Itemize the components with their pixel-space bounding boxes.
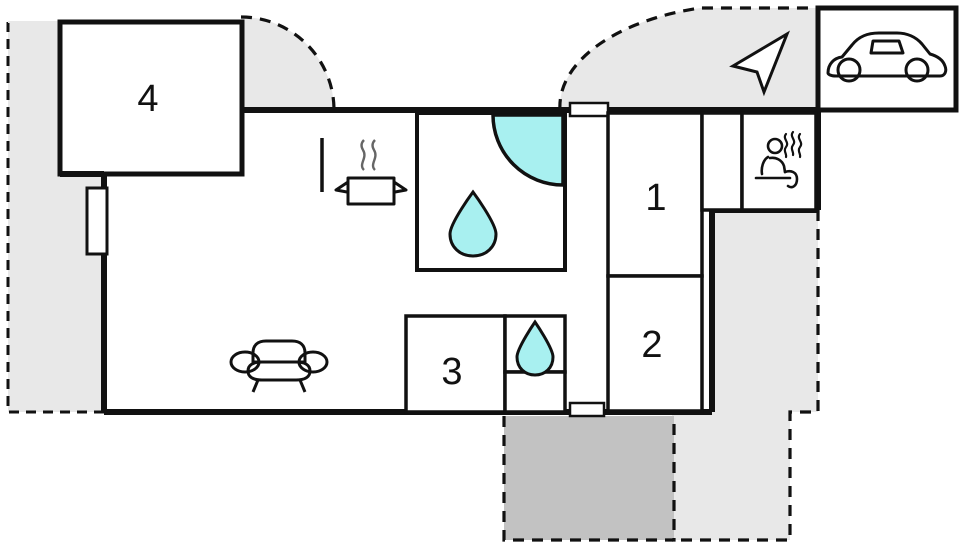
carport-area xyxy=(815,5,959,113)
room-1-label: 1 xyxy=(645,177,666,219)
door-top-center xyxy=(568,101,610,118)
room-2: 2 xyxy=(606,274,704,413)
room-4-label: 4 xyxy=(137,78,158,120)
bathtub-icon xyxy=(491,113,565,187)
terrace-top-right xyxy=(558,6,820,111)
terrace-top-left xyxy=(240,15,336,111)
car-icon xyxy=(826,31,948,83)
cooking-pot-icon xyxy=(334,139,408,206)
hallway xyxy=(700,111,744,212)
water-drop-icon xyxy=(448,189,498,258)
terrace-deck xyxy=(502,416,676,542)
room-4: 4 xyxy=(57,19,245,177)
kitchen-area xyxy=(320,138,408,206)
bathroom-main xyxy=(415,111,567,272)
terrace-bottom xyxy=(672,210,820,542)
room-3-label: 3 xyxy=(441,351,462,393)
water-drop-icon xyxy=(515,319,555,377)
north-arrow-icon xyxy=(729,30,791,97)
door-left-wall xyxy=(85,186,109,256)
room-2-label: 2 xyxy=(641,324,662,366)
main-building-outline xyxy=(60,107,821,415)
sauna-icon xyxy=(754,130,803,189)
room-3: 3 xyxy=(404,314,507,414)
door-bottom-middle xyxy=(568,401,606,418)
shower-room xyxy=(503,314,567,414)
sofa-icon xyxy=(229,339,329,393)
room-1: 1 xyxy=(606,111,704,278)
sauna-room xyxy=(740,111,818,212)
